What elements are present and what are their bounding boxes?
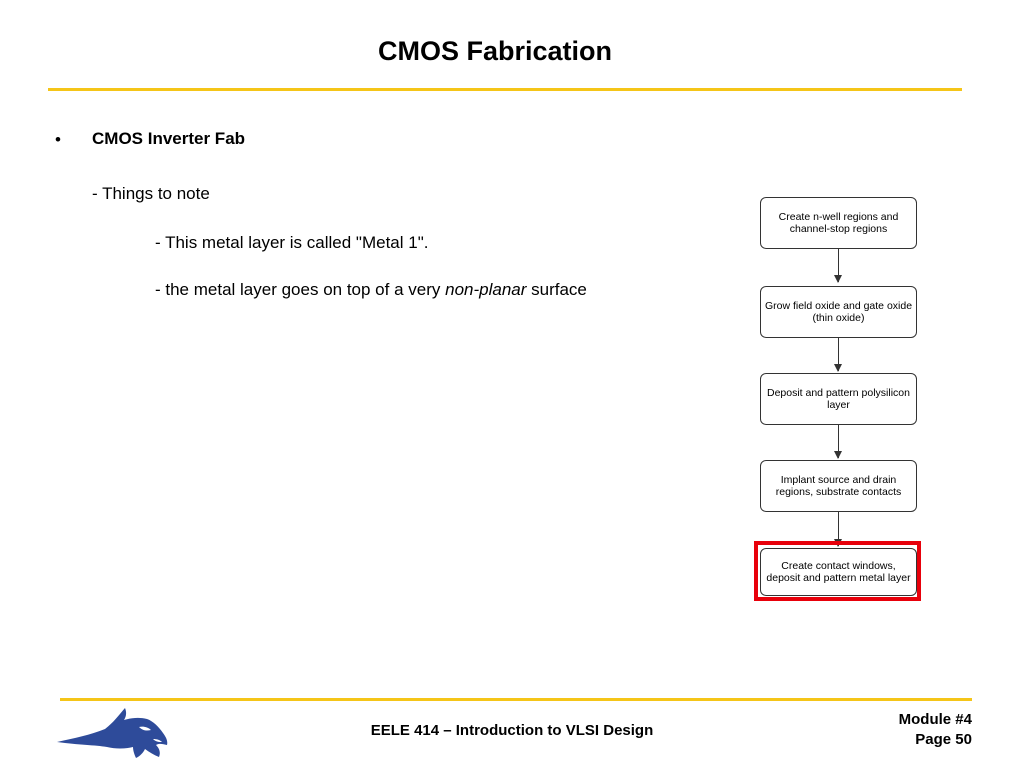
- flow-step-metal: Create contact windows, deposit and patt…: [760, 548, 917, 596]
- course-title: EELE 414 – Introduction to VLSI Design: [370, 722, 654, 739]
- process-flowchart: Create n-well regions and channel-stop r…: [745, 186, 930, 606]
- bobcat-head-shape: [57, 708, 168, 758]
- bottom-divider: [60, 698, 972, 701]
- flow-step-nwell: Create n-well regions and channel-stop r…: [760, 197, 917, 249]
- note-line-things: - Things to note: [92, 184, 210, 203]
- module-number: Module #4: [898, 711, 972, 728]
- bobcat-logo-icon: [57, 708, 168, 758]
- bobcat-eye-shape: [139, 726, 151, 731]
- flow-arrow-2: [834, 338, 842, 372]
- section-heading: CMOS Inverter Fab: [92, 129, 246, 148]
- note-line-emphasis: non-planar: [445, 280, 527, 299]
- top-divider: [48, 88, 962, 91]
- note-line-prefix: - the metal layer goes on top of a very: [155, 280, 446, 299]
- page-number: Page 50: [915, 731, 972, 748]
- flow-arrow-1: [834, 249, 842, 283]
- note-line-nonplanar: - the metal layer goes on top of a very …: [155, 280, 587, 300]
- flow-step-oxide: Grow field oxide and gate oxide (thin ox…: [760, 286, 917, 338]
- flow-step-poly: Deposit and pattern polysilicon layer: [760, 373, 917, 425]
- note-line-metal1: - This metal layer is called "Metal 1".: [155, 233, 429, 252]
- page-title: CMOS Fabrication: [377, 36, 613, 66]
- module-info: Module #4 Page 50: [899, 710, 972, 750]
- bullet-marker: •: [55, 130, 61, 149]
- note-line-suffix: surface: [526, 280, 587, 299]
- flow-arrow-3: [834, 425, 842, 459]
- flow-step-implant: Implant source and drain regions, substr…: [760, 460, 917, 512]
- bobcat-mouth-shape: [153, 739, 162, 742]
- highlight-box: [754, 541, 921, 601]
